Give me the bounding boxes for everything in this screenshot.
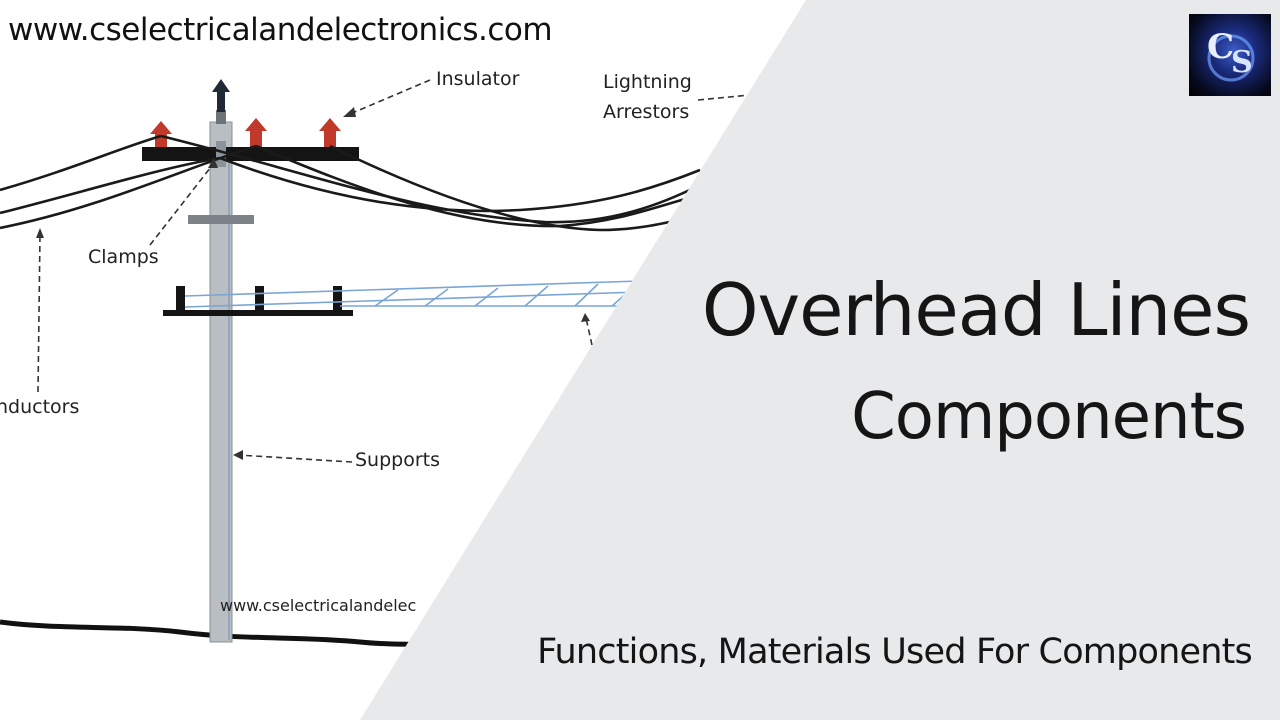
upper-crossarm [142,147,359,161]
diagram-watermark: www.cselectricalandelec [220,596,416,615]
label-pointers [37,79,751,463]
insulator-left [150,121,172,147]
label-supports: Supports [355,449,440,471]
conductor-4 [160,134,701,224]
top-spike-base [216,110,226,124]
conductors-pointer [37,233,41,393]
label-lightning-arrestors-1: Lightning [603,71,692,93]
guard-wire-mesh [184,280,641,308]
title-line-2: Components [851,380,1247,454]
conductor-7 [219,156,701,213]
insulator-pointer [349,79,431,115]
pole-band [188,215,254,224]
lower-insulator-1 [176,286,185,310]
conductor-5 [255,144,701,228]
conductor-3 [0,144,257,230]
label-clamps: Clamps [88,246,159,268]
insulator-right [319,118,341,147]
guard-pointer [585,317,593,346]
subtitle: Functions, Materials Used For Components [537,632,1253,672]
conductor-6 [329,144,701,232]
label-conductors: nductors [0,396,79,418]
logo-letter-c: C [1207,27,1234,67]
clamps-pointer [149,162,215,246]
label-lightning-arrestors-2: Arrestors [603,101,689,123]
lower-insulator-3 [333,286,342,310]
lower-insulator-2 [255,286,264,310]
conductors [0,134,701,232]
pointer-heads [36,107,590,460]
cs-logo: C S [1189,14,1271,96]
conductor-1 [0,134,162,192]
lightning-arrestors-pointer [697,94,751,101]
title-panel [360,0,1280,720]
pole-clamp [216,141,226,167]
lower-crossarm [163,310,353,316]
top-spike-tip [212,79,230,92]
site-url: www.cselectricalandelectronics.com [8,12,553,48]
label-insulator: Insulator [436,68,520,90]
supports-pointer [237,454,353,463]
top-spike [217,88,225,112]
logo-letter-s: S [1231,45,1253,80]
conductor-2 [0,156,221,215]
ground-line [0,619,471,648]
insulator-middle [245,118,267,147]
title-line-1: Overhead Lines [701,268,1251,352]
